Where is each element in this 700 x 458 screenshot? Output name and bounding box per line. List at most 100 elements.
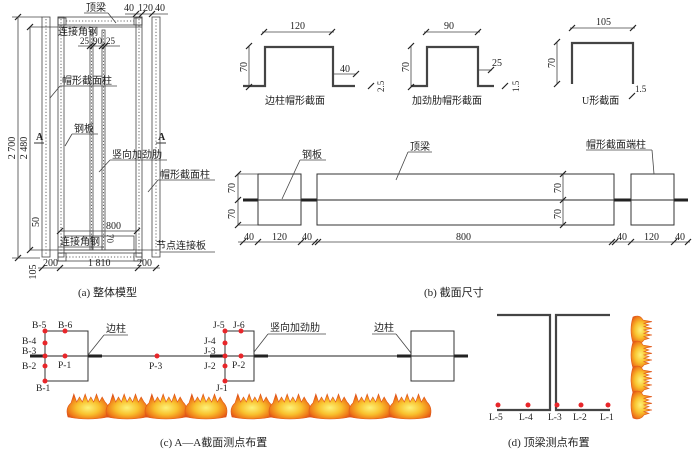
right-end-column-box: [630, 173, 675, 226]
dim-w800: 800: [456, 232, 471, 243]
label-edge-column-right: 边柱: [374, 321, 394, 334]
label-l1: L-1: [600, 413, 614, 423]
dim-flange-25: 25: [492, 58, 502, 69]
label-p2: P-2: [232, 361, 245, 371]
caption-a: (a) 整体模型: [78, 285, 137, 299]
dim-top-40b: 40: [155, 3, 165, 14]
point-j3: [222, 353, 228, 359]
dim-w120b: 120: [644, 232, 659, 243]
fire-column: [630, 315, 653, 420]
label-hat-column-left: 帽形截面柱: [62, 74, 112, 87]
label-j5: J-5: [213, 321, 225, 331]
point-p1: [62, 353, 68, 359]
dim-w40d: 40: [675, 232, 685, 243]
fire-row: [66, 393, 432, 420]
dim-height-70c: 70: [547, 58, 558, 68]
flame-icon: [230, 393, 274, 420]
dim-h70c: 70: [553, 183, 564, 193]
point-p2: [238, 353, 244, 359]
dim-height-total: 2 700: [7, 137, 18, 160]
beam-right-channel: [554, 313, 610, 412]
dim-h70d: 70: [553, 209, 564, 219]
panel-b-section-sizes: 120 70 40 2.5 边柱帽形截面 90 70 25 1.5 加劲肋帽形截: [227, 17, 692, 299]
dim-w40b: 40: [302, 232, 312, 243]
label-l2: L-2: [573, 413, 587, 423]
beam-left-channel: [497, 313, 552, 412]
label-j6: J-6: [233, 321, 245, 331]
point-l2: [578, 402, 584, 408]
dim-flange-40: 40: [340, 64, 350, 75]
dim-stiff-25a: 25: [80, 36, 90, 46]
plan-layout: 70 70 70 70 钢板 顶梁 帽形截面端柱 40 120 40 800 4…: [227, 138, 692, 246]
section-u: 105 70 1.5 U形截面: [547, 17, 647, 107]
label-b1: B-1: [36, 384, 51, 394]
flame-icon: [348, 393, 392, 420]
point-b1: [42, 378, 48, 384]
flame-icon: [184, 393, 228, 420]
dim-105: 105: [28, 265, 39, 280]
dim-h70b: 70: [227, 209, 238, 219]
label-steel-plate-b: 钢板: [302, 148, 322, 161]
dim-stiff-25b: 25: [106, 36, 116, 46]
dim-top-120: 120: [138, 3, 153, 14]
label-connect-angle-bottom: 连接角钢: [60, 235, 100, 248]
section-mark-a-right: A: [158, 132, 166, 143]
section-edge-column-hat: 120 70 40 2.5 边柱帽形截面: [239, 21, 386, 107]
label-j1: J-1: [216, 384, 228, 394]
point-j4: [222, 340, 228, 346]
point-b3: [42, 353, 48, 359]
dim-thickness-2-5: 2.5: [376, 80, 386, 92]
dim-bottom-1810: 1 810: [88, 258, 111, 269]
point-l4: [525, 402, 531, 408]
label-steel-plate: 钢板: [74, 122, 94, 135]
vertical-stiffeners: [89, 29, 106, 251]
measure-points-b: [42, 328, 68, 384]
point-j2: [222, 363, 228, 369]
section-stiffener-hat: 90 70 25 1.5 加劲肋帽形截面: [401, 21, 521, 107]
dim-w120a: 120: [272, 232, 287, 243]
label-vertical-stiffener: 竖向加劲肋: [112, 148, 162, 161]
label-top-beam: 顶梁: [86, 1, 106, 14]
dim-height-70: 70: [239, 62, 250, 72]
measure-points-j: [222, 328, 244, 384]
point-p3: [154, 353, 160, 359]
label-vertical-stiffener-c: 竖向加劲肋: [270, 321, 320, 334]
left-outer-column: [41, 16, 65, 258]
point-l1: [605, 402, 611, 408]
dim-800: 800: [106, 221, 121, 232]
flame-icon: [105, 393, 149, 420]
flame-icon: [144, 393, 188, 420]
flame-icon: [66, 393, 110, 420]
flame-icon: [630, 365, 653, 395]
dim-w40c: 40: [617, 232, 627, 243]
label-hat-column-right: 帽形截面柱: [160, 168, 210, 181]
panel-c-section-measure-points: B-1 B-2 B-3 B-4 B-5 B-6 P-1 P-3 J-1 J-2 …: [22, 321, 468, 449]
section-name-stiffener: 加劲肋帽形截面: [412, 94, 482, 107]
point-j6: [238, 328, 244, 334]
top-beam: [30, 16, 143, 28]
dim-width-105: 105: [596, 17, 611, 28]
label-connect-angle-top: 连接角钢: [58, 25, 98, 38]
label-l4: L-4: [519, 413, 533, 423]
label-j3: J-3: [204, 347, 216, 357]
dim-height-inner: 2 480: [19, 137, 30, 160]
label-end-column: 帽形截面端柱: [586, 138, 646, 151]
flame-icon: [630, 315, 653, 345]
dim-h70a: 70: [227, 183, 238, 193]
label-p3: P-3: [149, 362, 162, 372]
dim-w40a: 40: [244, 232, 254, 243]
label-b2: B-2: [22, 362, 37, 372]
point-j5: [222, 328, 228, 334]
dim-bottom-200a: 200: [43, 258, 58, 269]
dim-height-70b: 70: [401, 62, 412, 72]
top-beam-box: [316, 173, 615, 226]
point-b6: [62, 328, 68, 334]
left-end-column-box: [257, 173, 302, 226]
caption-c: (c) A—A截面测点布置: [160, 435, 267, 449]
label-l3: L-3: [548, 413, 562, 423]
dim-thickness-1-5b: 1.5: [635, 84, 647, 94]
label-top-beam-b: 顶梁: [410, 140, 430, 153]
right-edge-column-outline: [410, 330, 455, 382]
label-p1: P-1: [58, 361, 71, 371]
label-j4: J-4: [204, 337, 216, 347]
